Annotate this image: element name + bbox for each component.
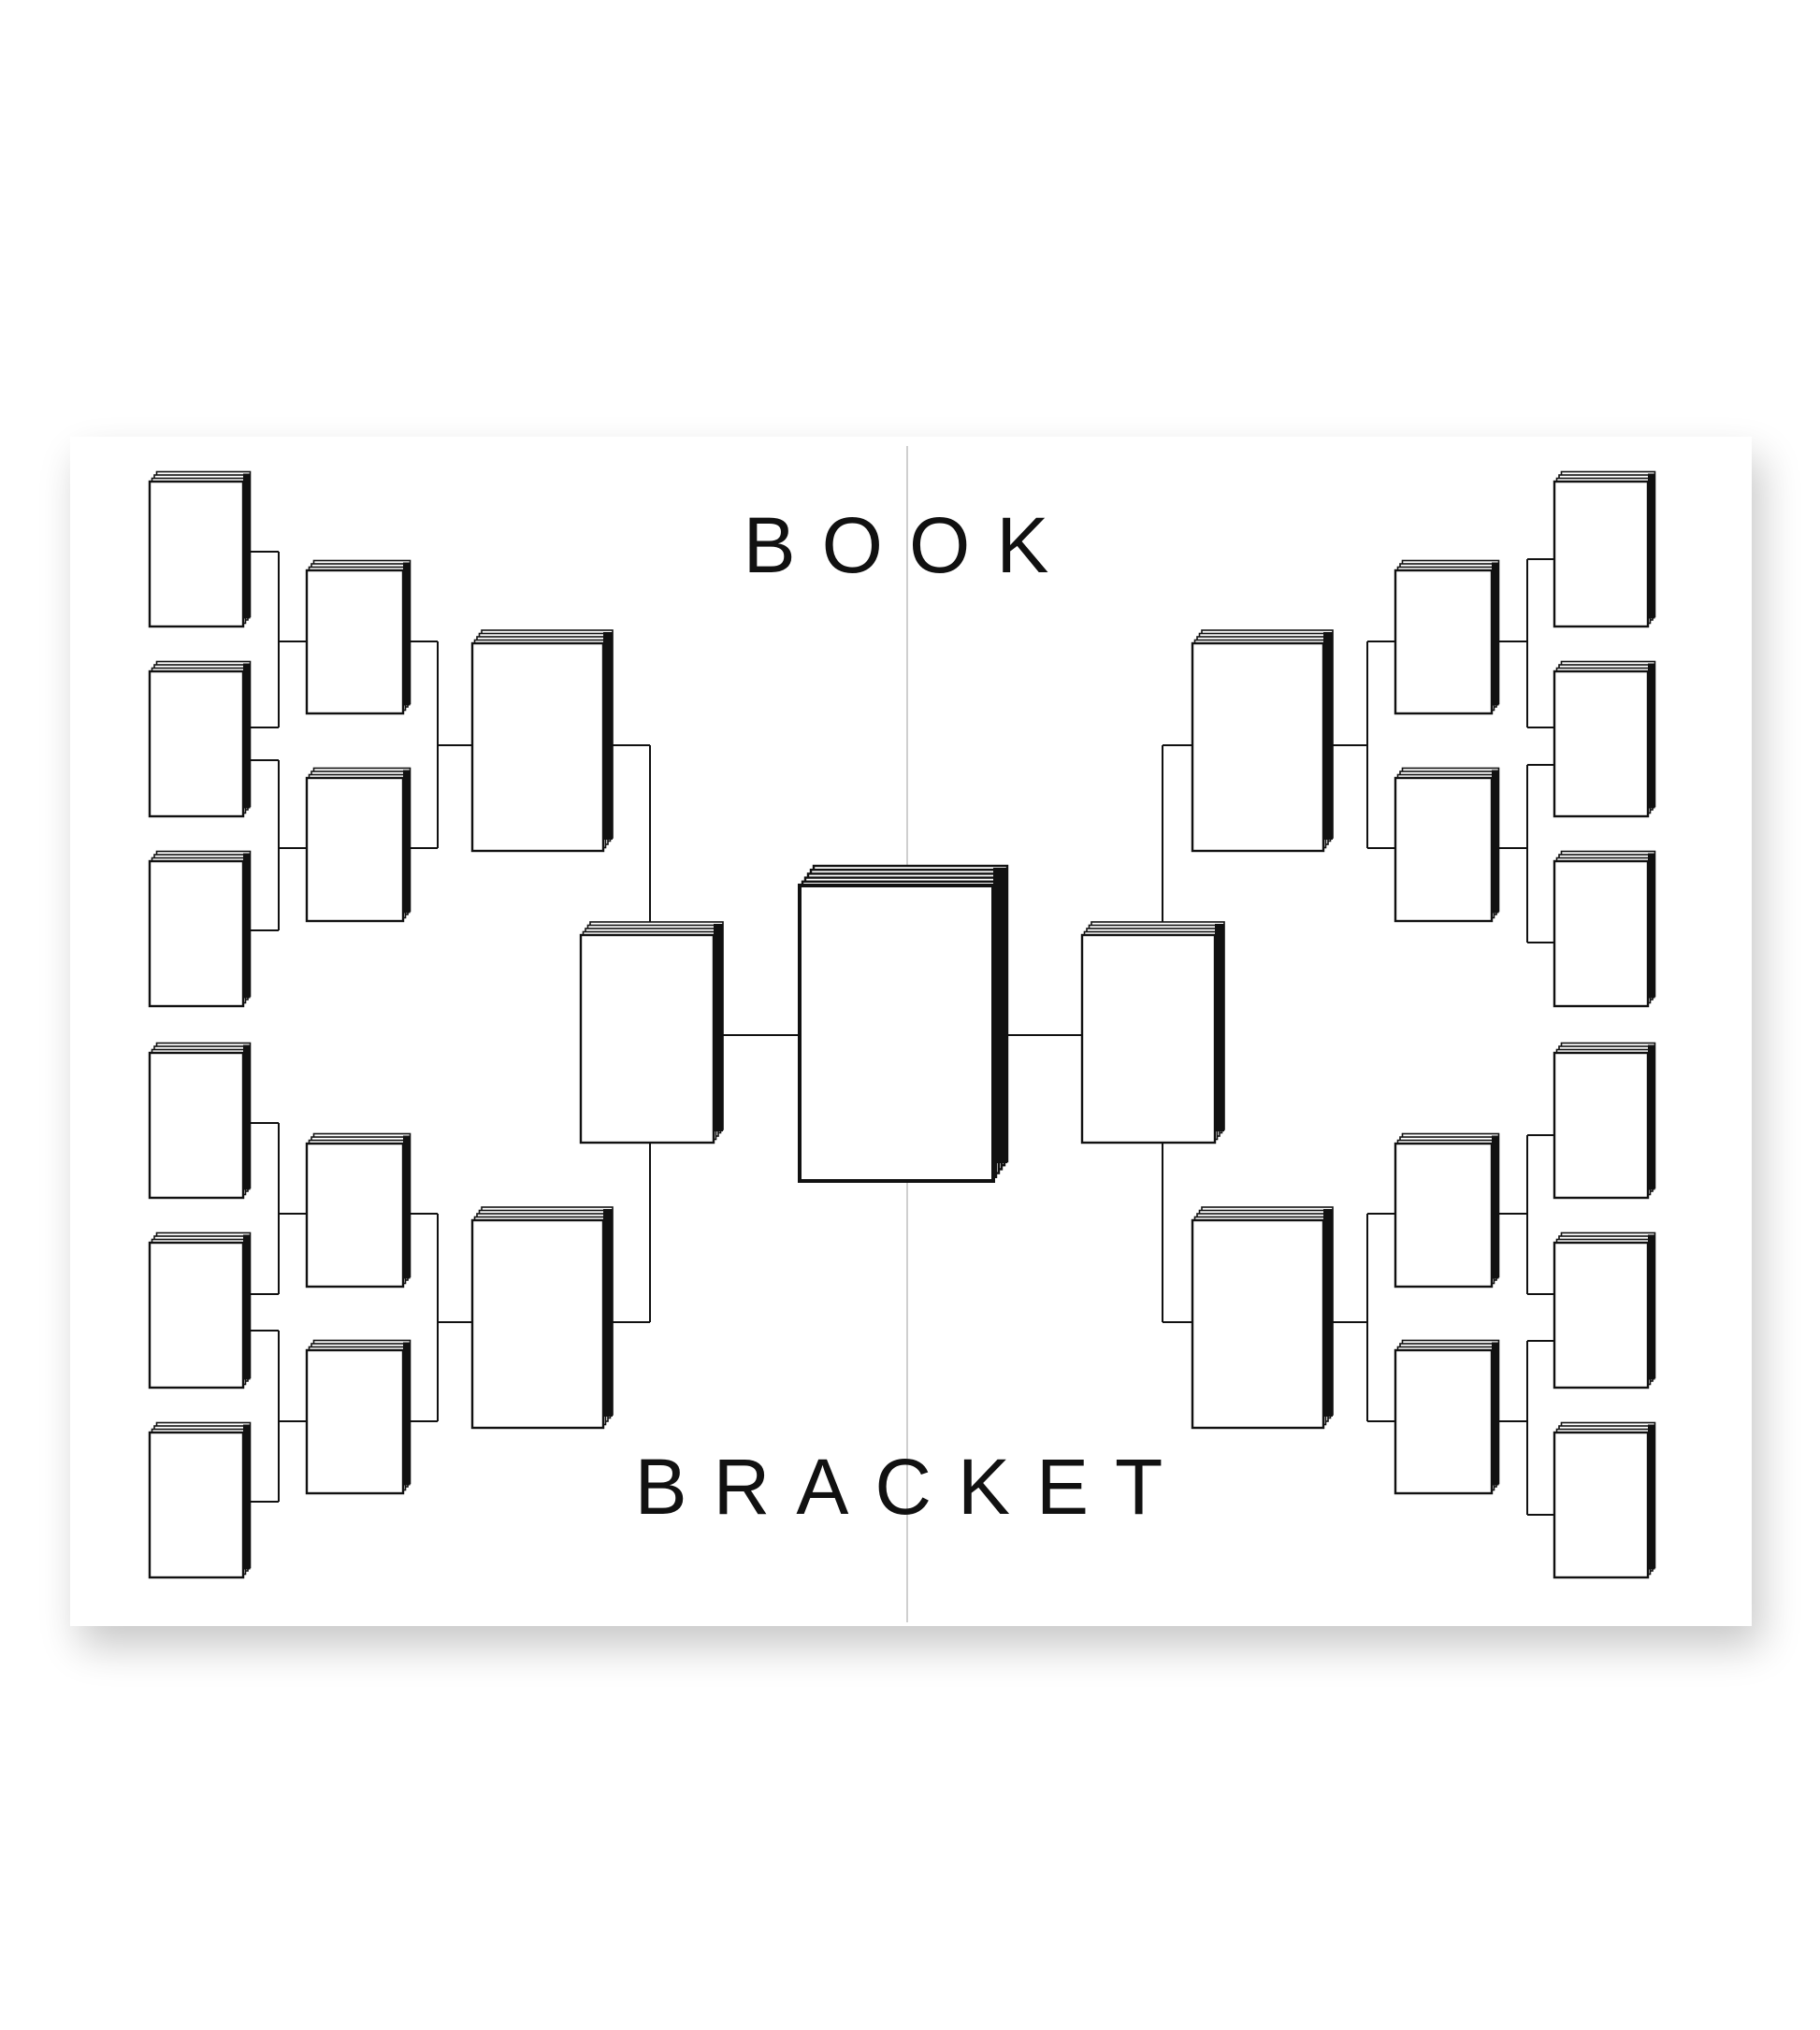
book-slot-L-r1-6[interactable] (148, 1421, 252, 1579)
book-page-edge (603, 632, 613, 840)
book-page-edge (993, 868, 1007, 1163)
bracket-books (148, 470, 1656, 1579)
book-page-edge (403, 770, 411, 914)
book-slot-L-r2-1[interactable] (305, 559, 412, 715)
book-cover[interactable] (1553, 1051, 1650, 1200)
book-slot-L-r2-4[interactable] (305, 1339, 412, 1495)
book-slot-L-r1-4[interactable] (148, 1042, 252, 1200)
book-page-edge (1215, 924, 1224, 1131)
book-slot-C-champ[interactable] (798, 864, 1009, 1183)
book-cover[interactable] (579, 933, 715, 1145)
book-page-edge (1648, 1424, 1655, 1570)
book-page-edge (1323, 632, 1333, 840)
book-page-edge (243, 1044, 251, 1190)
book-cover[interactable] (1553, 1241, 1650, 1389)
book-slot-R-r1-6[interactable] (1553, 1421, 1656, 1579)
book-page-edge (714, 924, 723, 1131)
book-page-edge (243, 1424, 251, 1570)
book-page-edge (403, 562, 411, 706)
book-cover[interactable] (148, 669, 245, 818)
book-cover[interactable] (1394, 776, 1494, 923)
book-slot-R-r1-3[interactable] (1553, 850, 1656, 1008)
book-slot-R-r1-5[interactable] (1553, 1231, 1656, 1389)
book-cover[interactable] (305, 776, 405, 923)
book-slot-R-r3-2[interactable] (1191, 1206, 1334, 1430)
book-cover[interactable] (470, 1218, 605, 1430)
book-slot-R-r1-4[interactable] (1553, 1042, 1656, 1200)
book-cover[interactable] (305, 1142, 405, 1289)
title-book: BOOK (744, 501, 1076, 589)
book-slot-L-r4-1[interactable] (579, 921, 724, 1145)
book-page-edge (1492, 770, 1499, 914)
book-cover[interactable] (470, 641, 605, 853)
book-page-edge (243, 853, 251, 999)
title-bracket: BRACKET (635, 1443, 1190, 1531)
book-cover[interactable] (1394, 1348, 1494, 1495)
book-slot-L-r1-1[interactable] (148, 470, 252, 628)
book-page-edge (1648, 473, 1655, 619)
book-cover[interactable] (148, 1051, 245, 1200)
book-page-edge (1648, 853, 1655, 999)
book-page-edge (403, 1342, 411, 1486)
book-page-edge (243, 663, 251, 809)
book-page-edge (1492, 562, 1499, 706)
book-cover[interactable] (1553, 480, 1650, 628)
book-page-edge (603, 1209, 613, 1417)
book-slot-R-r2-2[interactable] (1394, 767, 1500, 923)
book-cover[interactable] (1553, 859, 1650, 1008)
book-page-edge (243, 1234, 251, 1380)
book-cover[interactable] (148, 859, 245, 1008)
book-cover[interactable] (1394, 1142, 1494, 1289)
book-slot-L-r3-2[interactable] (470, 1206, 614, 1430)
book-cover[interactable] (1553, 1431, 1650, 1579)
book-slot-R-r3-1[interactable] (1191, 629, 1334, 853)
book-page-edge (1648, 1234, 1655, 1380)
book-cover[interactable] (148, 1431, 245, 1579)
book-slot-L-r1-2[interactable] (148, 660, 252, 818)
book-slot-L-r1-3[interactable] (148, 850, 252, 1008)
book-page-edge (1492, 1342, 1499, 1486)
book-cover[interactable] (148, 1241, 245, 1389)
book-slot-L-r2-2[interactable] (305, 767, 412, 923)
book-cover[interactable] (305, 1348, 405, 1495)
book-slot-R-r1-2[interactable] (1553, 660, 1656, 818)
book-slot-L-r1-5[interactable] (148, 1231, 252, 1389)
book-slot-R-r2-1[interactable] (1394, 559, 1500, 715)
book-cover[interactable] (305, 569, 405, 715)
book-cover[interactable] (1191, 641, 1325, 853)
book-cover[interactable] (798, 884, 995, 1183)
book-slot-L-r3-1[interactable] (470, 629, 614, 853)
book-slot-R-r2-3[interactable] (1394, 1132, 1500, 1289)
book-cover[interactable] (148, 480, 245, 628)
book-slot-R-r2-4[interactable] (1394, 1339, 1500, 1495)
book-slot-R-r1-1[interactable] (1553, 470, 1656, 628)
book-page-edge (403, 1135, 411, 1279)
book-page-edge (1492, 1135, 1499, 1279)
book-cover[interactable] (1394, 569, 1494, 715)
book-cover[interactable] (1553, 669, 1650, 818)
book-page-edge (1648, 663, 1655, 809)
book-slot-L-r2-3[interactable] (305, 1132, 412, 1289)
book-page-edge (1648, 1044, 1655, 1190)
book-cover[interactable] (1191, 1218, 1325, 1430)
book-page-edge (243, 473, 251, 619)
book-page-edge (1323, 1209, 1333, 1417)
book-cover[interactable] (1080, 933, 1217, 1145)
book-slot-R-r4-1[interactable] (1080, 921, 1225, 1145)
